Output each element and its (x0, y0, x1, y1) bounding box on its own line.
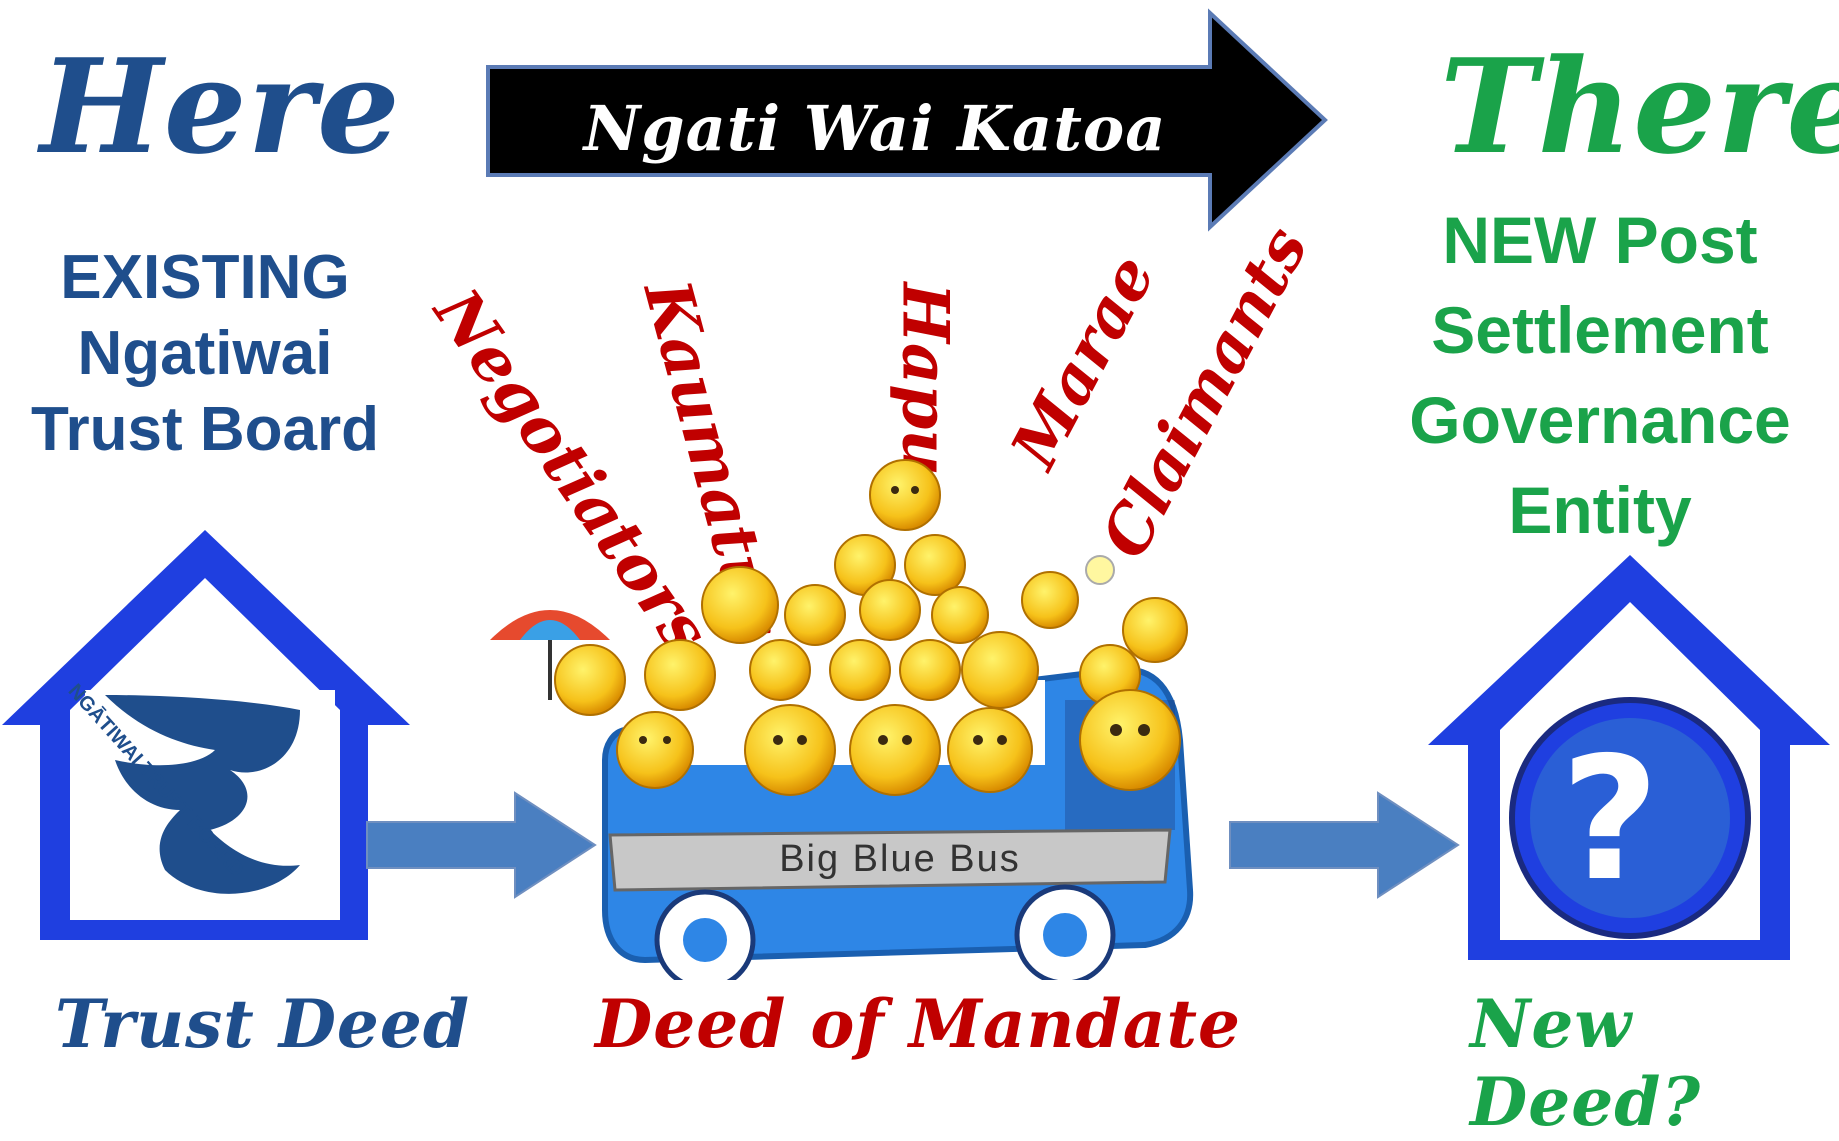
existing-line-2: Ngatiwai (77, 319, 333, 388)
house-icon-left (2, 530, 410, 940)
new-line-3: Governance (1409, 383, 1791, 457)
here-title: Here (40, 30, 401, 183)
house-icon-right (1428, 555, 1830, 960)
bus-label: Big Blue Bus (779, 838, 1021, 880)
deed-of-mandate-label: Deed of Mandate (595, 985, 1241, 1063)
right-arrow-icon-left (366, 791, 597, 899)
new-deed-label: New Deed? (1470, 985, 1702, 1141)
new-line-2: Settlement (1431, 293, 1769, 367)
existing-entity-label: EXISTING Ngatiwai Trust Board (10, 240, 400, 468)
new-line-1: NEW Post (1442, 203, 1758, 277)
new-line-4: Entity (1508, 473, 1692, 547)
right-arrow-icon-right (1229, 791, 1460, 899)
trust-deed-label: Trust Deed (55, 985, 471, 1063)
question-mark-icon: ? (1560, 721, 1660, 919)
group-hapu: Hapu (887, 282, 963, 476)
emoji-crowd (490, 459, 1188, 796)
existing-line-3: Trust Board (31, 395, 379, 464)
arrow-label: Ngati Wai Katoa (583, 92, 1167, 165)
there-title: There (1440, 30, 1839, 183)
new-entity-label: NEW Post Settlement Governance Entity (1370, 195, 1830, 555)
existing-line-1: EXISTING (60, 243, 350, 312)
black-arrow (486, 8, 1328, 232)
